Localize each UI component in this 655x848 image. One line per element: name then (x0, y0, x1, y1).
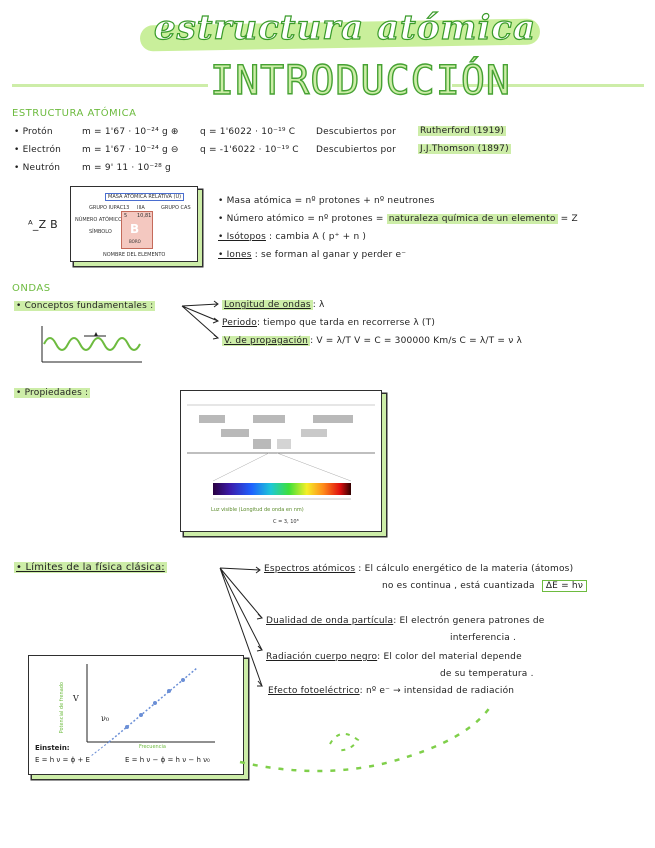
element-card-top: MASA ATÓMICA RELATIVA (U) (105, 193, 185, 201)
limite-dualidad: Dualidad de onda partícula: El electrón … (266, 616, 545, 626)
concepto-term: V. de propagación (222, 336, 311, 346)
particle-proton-mass: m = 1'67 · 10⁻²⁴ g ⊕ (82, 127, 179, 137)
particle-electron-name: • Electrón (14, 145, 62, 155)
graph-eq1: E = h ν = ϕ + E (35, 756, 90, 764)
bullet-masa-atomica: • Masa atómica = nº protones + nº neutro… (218, 196, 435, 206)
spectrum-caption: Luz visible (Longitud de onda en nm) (211, 507, 304, 513)
limite-line1: : nº e⁻ → intensidad de radiación (359, 686, 515, 696)
particle-electron-discoverer: J.J.Thomson (1897) (418, 144, 511, 154)
limite-line1: : El cálculo energético de la materia (á… (358, 564, 574, 574)
limite-term: Radiación cuerpo negro (266, 652, 378, 662)
graph-vs: V (73, 694, 79, 703)
concepto-def: : tiempo que tarda en recorrerse λ (T) (256, 318, 436, 328)
particle-neutron-name: • Neutrón (14, 163, 61, 173)
concepto-longitud: Longitud de ondas: λ (222, 300, 325, 310)
photoelectric-svg (86, 664, 215, 757)
propiedades-label: • Propiedades : (14, 388, 91, 398)
graph-ylabel: Potencial de frenado (59, 682, 65, 734)
bullet-text: : se forman al ganar y perder e⁻ (254, 250, 407, 260)
particle-proton-name: • Protón (14, 127, 53, 137)
limite-line2: no es continua , está cuantizada (382, 581, 535, 591)
bullet-text: : cambia A ( p⁺ + n ) (269, 232, 367, 242)
wave-sketch (36, 322, 146, 366)
element-card-atomic-number-label: NÚMERO ATÓMICO (75, 217, 123, 223)
limite-term: Efecto fotoeléctrico (268, 686, 360, 696)
limite-line1: : El electrón genera patrones de (393, 616, 545, 626)
particle-neutron-mass: m = 9' 11 · 10⁻²⁸ g (82, 163, 171, 173)
particle-proton-charge: q = 1'6022 · 10⁻¹⁹ C (200, 127, 296, 137)
concepto-velocidad: V. de propagación: V = λ/T V = C = 30000… (222, 336, 522, 346)
element-number: 5 (124, 213, 128, 219)
conceptos-label: • Conceptos fundamentales : (14, 301, 156, 311)
atom-notation: ᴬ_Z B (28, 218, 58, 231)
particle-electron-discovery: Descubiertos por (316, 145, 396, 155)
graph-eq2: E = h ν − ϕ = h ν − h ν₀ (125, 756, 210, 764)
element-group-cas-num: IIIA (137, 205, 145, 211)
bullet-label: • Masa atómica (218, 196, 292, 206)
spectrum-svg (187, 404, 375, 500)
element-group-num: 13 (123, 205, 130, 211)
bullet-numero-atomico: • Número atómico = nº protones = natural… (218, 214, 578, 224)
title-rule-left (12, 84, 208, 87)
concepto-periodo: Periodo: tiempo que tarda en recorrerse … (222, 318, 435, 328)
bullet-iones: • Iones : se forman al ganar y perder e⁻ (218, 250, 406, 260)
element-card-bottom: NOMBRE DEL ELEMENTO (103, 252, 166, 258)
concepto-term: Longitud de ondas (222, 300, 313, 310)
bullet-highlight: naturaleza química de un elemento (386, 214, 558, 224)
wave-svg (41, 326, 142, 363)
bullet-label: • Iones (218, 250, 252, 260)
limites-arrows (219, 566, 264, 687)
limites-label: • Límites de la física clásica: (14, 562, 167, 573)
limite-term: Espectros atómicos (264, 564, 356, 574)
limite-efecto: Efecto fotoeléctrico: nº e⁻ → intensidad… (268, 686, 514, 696)
element-tile: 5 B BORO (121, 211, 153, 249)
limite-boxed: ΔE = hν (541, 580, 588, 592)
limites-label-text: • Límites de la física clásica: (14, 562, 167, 573)
page-title: INTRODUCCIÓN (209, 57, 511, 104)
concepto-def: : V = λ/T V = C = 300000 Km/s C = λ/T = … (310, 336, 523, 346)
particle-electron-mass: m = 1'67 · 10⁻²⁴ g ⊖ (82, 145, 179, 155)
section-heading-estructura: ESTRUCTURA ATÓMICA (12, 108, 137, 119)
limite-line1: : El color del material depende (377, 652, 522, 662)
bullet-isotopos: • Isótopos : cambia A ( p⁺ + n ) (218, 232, 366, 242)
bullet-label: • Número atómico (218, 214, 305, 224)
concepto-def: : λ (312, 300, 325, 310)
limite-espectros-line2: no es continua , está cuantizada ΔE = hν (382, 580, 588, 592)
section-heading-ondas: ONDAS (12, 283, 51, 294)
spectrum-figure: Luz visible (Longitud de onda en nm) C =… (180, 390, 382, 532)
conceptos-label-text: • Conceptos fundamentales : (14, 301, 156, 311)
bullet-tail: = Z (560, 214, 578, 224)
bullet-label: • Isótopos (218, 232, 266, 242)
decorative-swirl (239, 703, 494, 773)
limite-radiacion-line2: de su temperatura . (440, 669, 534, 679)
particle-proton-discovery: Descubiertos por (316, 127, 396, 137)
title-rule-right (452, 84, 644, 87)
bullet-text: = nº protones = (307, 214, 384, 224)
limite-dualidad-line2: interferencia . (450, 633, 517, 643)
particle-electron-charge: q = -1'6022 · 10⁻¹⁹ C (200, 145, 299, 155)
spectrum-footer: C = 3, 10⁸ (273, 519, 299, 525)
limite-espectros: Espectros atómicos : El cálculo energéti… (264, 564, 573, 574)
graph-einstein: Einstein: (35, 744, 70, 752)
photoelectric-graph: Potencial de frenado V ν₀ Frecuencia Ein… (28, 655, 244, 775)
limite-term: Dualidad de onda partícula (266, 616, 394, 626)
element-mass: 10,81 (137, 213, 152, 219)
element-name-small: BORO (129, 239, 141, 244)
graph-xlabel: Frecuencia (139, 744, 166, 750)
script-title: estructura atómica (153, 7, 537, 48)
bullet-text: = nº protones + nº neutrones (294, 196, 435, 206)
propiedades-label-text: • Propiedades : (14, 388, 91, 398)
graph-v0: ν₀ (101, 714, 110, 723)
conceptos-arrows (181, 300, 220, 340)
concepto-term: Periodo (222, 318, 257, 328)
particle-proton-discoverer: Rutherford (1919) (418, 126, 507, 136)
element-card-symbol-label: SÍMBOLO (89, 229, 112, 235)
element-card-group-cas: GRUPO CAS (161, 205, 191, 211)
element-card: MASA ATÓMICA RELATIVA (U) GRUPO IUPAC GR… (70, 186, 198, 262)
element-symbol: B (130, 222, 140, 236)
element-card-group-iupac: GRUPO IUPAC (89, 205, 124, 211)
limite-radiacion: Radiación cuerpo negro: El color del mat… (266, 652, 522, 662)
